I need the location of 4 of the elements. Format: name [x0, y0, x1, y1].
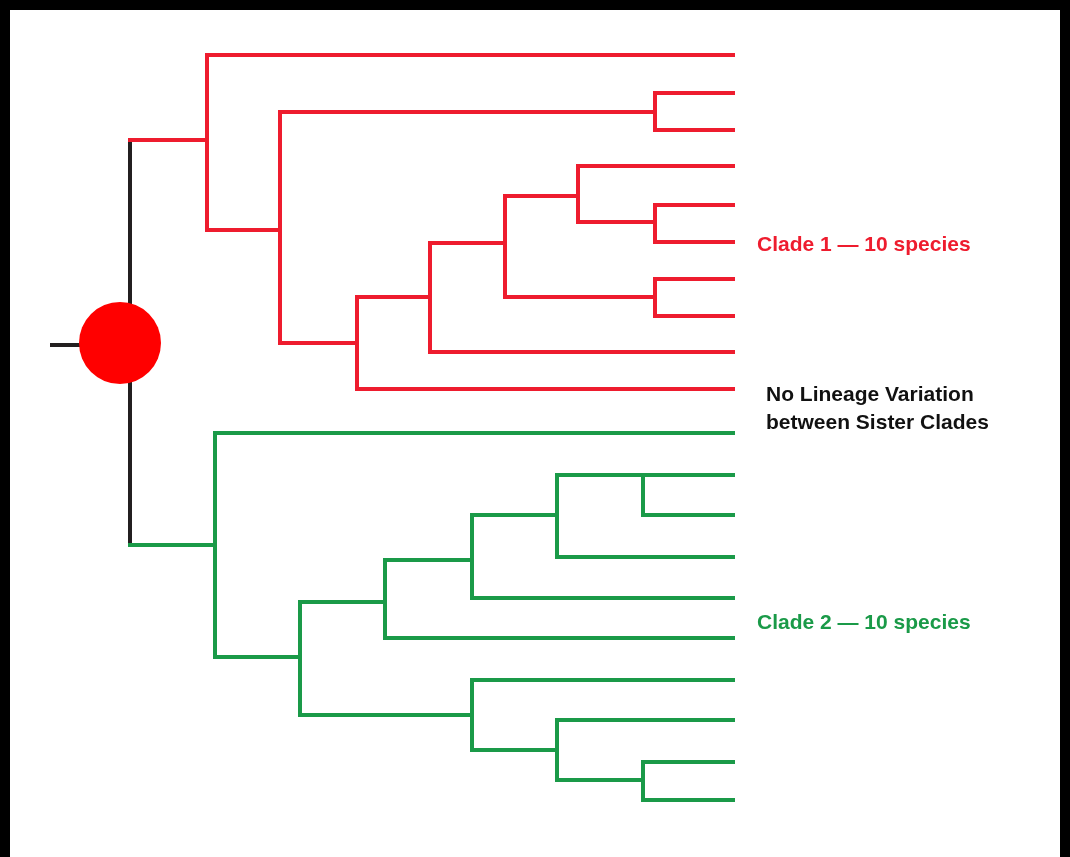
clade-label: Clade 1 — 10 species	[757, 231, 972, 257]
clade-label: Clade 2 — 10 species	[757, 609, 972, 635]
root-marker-dot	[79, 302, 161, 384]
note-text: No Lineage Variation between Sister Clades	[766, 381, 990, 435]
